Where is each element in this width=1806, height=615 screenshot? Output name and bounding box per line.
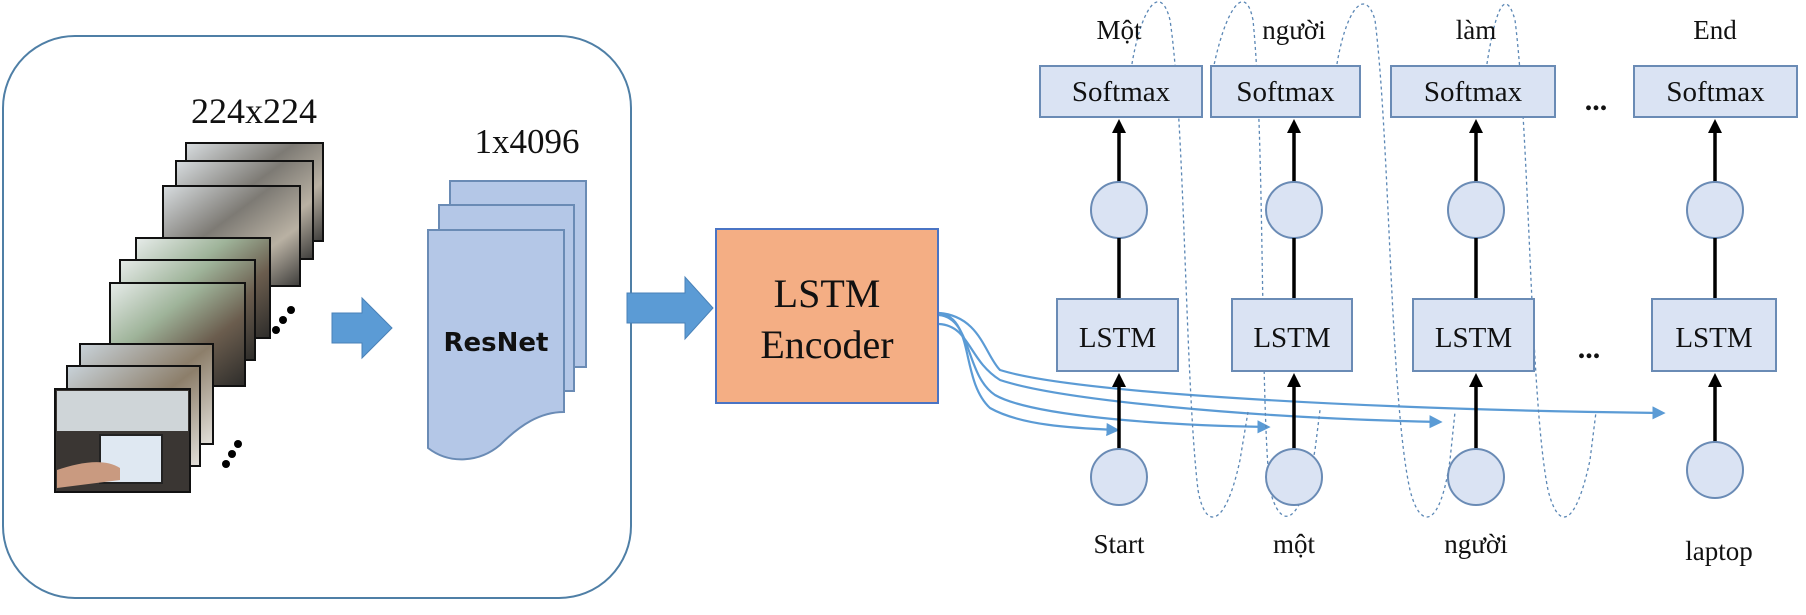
hidden-state-node xyxy=(1447,181,1505,239)
lstm-cell-box xyxy=(1412,298,1535,372)
output-word: End xyxy=(1693,15,1737,45)
softmax-label: Softmax xyxy=(1236,76,1335,108)
panel-to-encoder-arrow xyxy=(626,275,714,341)
output-word: làm xyxy=(1456,15,1497,45)
input-embedding-node xyxy=(1686,441,1744,499)
context-arrow-step-4 xyxy=(938,311,1666,420)
hidden-state-node xyxy=(1686,181,1744,239)
hidden-state-node xyxy=(1090,181,1148,239)
input-word: người xyxy=(1444,529,1507,559)
encoder-label-line1: LSTM xyxy=(774,271,881,316)
lstm-cell-box xyxy=(1056,298,1179,372)
video-frame xyxy=(54,388,191,493)
lstm-cell-label: LSTM xyxy=(1079,322,1156,354)
softmax-box xyxy=(1633,65,1798,118)
softmax-box xyxy=(1210,65,1361,118)
feedback-loop-3 xyxy=(1335,3,1456,518)
resnet-label: ResNet xyxy=(444,328,549,358)
output-word: Một xyxy=(1096,15,1142,45)
lstm-cell-box xyxy=(1231,298,1353,372)
softmax-box xyxy=(1039,65,1203,118)
lstm-cell-label: LSTM xyxy=(1675,322,1752,354)
feedback-loop-2 xyxy=(1212,1,1321,517)
feedback-loop-4 xyxy=(1485,3,1597,518)
softmax-ellipsis: ... xyxy=(1585,84,1608,117)
video-frames-stack xyxy=(54,142,324,493)
feature-size-label: 1x4096 xyxy=(475,122,580,161)
feedback-loop-1 xyxy=(1130,1,1249,518)
hidden-state-node xyxy=(1265,181,1323,239)
input-embedding-node xyxy=(1265,448,1323,506)
lstm-cell-label: LSTM xyxy=(1253,322,1330,354)
output-word: người xyxy=(1262,15,1325,45)
input-embedding-node xyxy=(1090,448,1148,506)
frames-to-resnet-arrow xyxy=(331,296,393,360)
lstm-cell-label: LSTM xyxy=(1435,322,1512,354)
context-arrow-step-3 xyxy=(938,322,1443,429)
lstm-ellipsis: ... xyxy=(1578,332,1601,365)
lstm-cell-box xyxy=(1651,298,1777,372)
lstm-encoder-box: LSTM Encoder xyxy=(715,228,939,404)
encoder-label-line2: Encoder xyxy=(760,322,893,367)
input-word: laptop xyxy=(1685,536,1753,566)
softmax-label: Softmax xyxy=(1424,76,1523,108)
softmax-label: Softmax xyxy=(1666,76,1765,108)
softmax-box xyxy=(1390,65,1556,118)
lstm-decoder: MộtSoftmaxLSTMStartngườiSoftmaxLSTMmộtlà… xyxy=(1039,15,1798,566)
context-vector-arrows xyxy=(938,311,1666,437)
input-word: Start xyxy=(1094,529,1145,559)
softmax-label: Softmax xyxy=(1072,76,1171,108)
frame-size-label: 224x224 xyxy=(191,91,317,131)
frames-ellipsis-icon xyxy=(222,306,295,468)
resnet-block: ResNet xyxy=(427,180,587,461)
input-embedding-node xyxy=(1447,448,1505,506)
input-word: một xyxy=(1273,529,1316,559)
feedback-loops xyxy=(1130,1,1597,518)
